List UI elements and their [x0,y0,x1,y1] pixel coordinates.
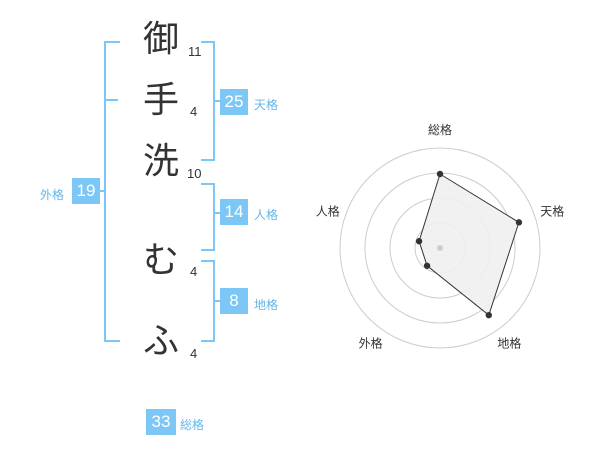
tenkaku-connector [214,100,221,102]
tenkaku-value-badge: 25 [220,89,248,115]
radar-area [418,173,520,316]
soukaku-value-badge: 33 [146,409,176,435]
chikaku-value-badge: 8 [220,288,248,314]
chikaku-label: 地格 [254,298,279,312]
name-char-1: 御 [142,19,179,60]
soukaku-label: 総格 [180,418,205,432]
chikaku-connector [214,300,221,302]
stroke-count-4: 4 [190,264,198,279]
radar-point-3 [485,311,492,319]
radar-point-1 [436,170,444,178]
stroke-count-5: 4 [190,346,198,361]
radar-axis-label-4: 外格 [359,336,383,351]
radar-axis-label-5: 人格 [316,204,340,219]
radar-center-point [437,245,443,251]
stroke-count-1: 11 [188,44,202,59]
radar-ring-4 [339,147,541,349]
gaikaku-bracket-tick [104,99,118,101]
radar-axis-label-3: 地格 [497,336,521,351]
name-char-5: ふ [142,321,179,362]
gaikaku-connector [98,190,106,192]
name-char-4: む [142,240,179,281]
stroke-count-2: 4 [190,104,198,119]
radar-point-4 [423,262,431,269]
gaikaku-label: 外格 [40,188,65,202]
tenkaku-label: 天格 [254,98,279,112]
name-char-2: 手 [142,80,179,121]
jinkaku-label: 人格 [254,208,279,222]
radar-axis-label-1: 総格 [428,122,452,137]
jinkaku-value-badge: 14 [220,199,248,225]
jinkaku-bracket [201,183,215,251]
stroke-count-3: 10 [187,166,202,181]
name-char-3: 洗 [142,141,179,182]
gaikaku-value-badge: 19 [72,178,100,204]
radar-point-5 [415,238,423,245]
radar-point-2 [515,219,523,226]
jinkaku-connector [214,212,221,214]
radar-axis-label-2: 天格 [540,204,564,219]
